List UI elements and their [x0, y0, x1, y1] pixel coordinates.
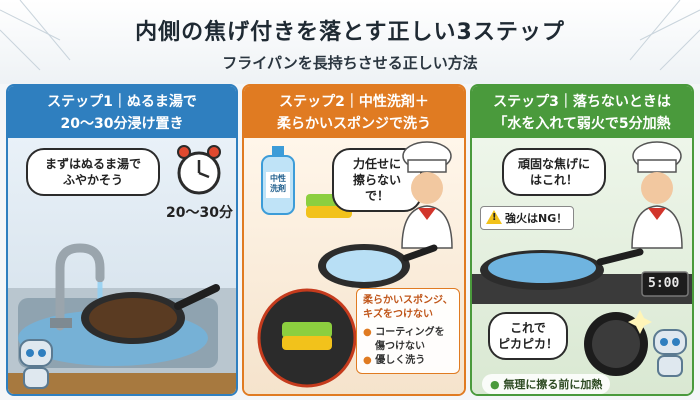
step3-heading-line1: ステップ3｜落ちないときは: [493, 94, 671, 110]
step1-time-label: 20〜30分: [166, 205, 233, 221]
step3-bubble-line1: 頑固な焦げに: [517, 157, 590, 171]
bullet-icon: ●: [363, 355, 376, 366]
high-heat-warning: ! 強火はNG！: [480, 206, 575, 230]
frying-pan-icon: [81, 284, 220, 344]
step3-footnote: ● 無理に擦る前に加熱: [482, 374, 611, 394]
tip-main-line1: 柔らかいスポンジ、: [363, 295, 453, 306]
tip-main-line2: キズをつけない: [363, 309, 433, 320]
timer-display: 5:00: [648, 276, 680, 291]
page-subtitle: フライパンを長持ちさせる正しい方法: [222, 54, 478, 72]
detergent-label-line1: 中性: [270, 174, 286, 183]
result-bubble-line2: ピカピカ！: [498, 337, 559, 351]
footnote-text: 無理に擦る前に加熱: [503, 378, 603, 391]
step2-heading-line2: 柔らかいスポンジで洗う: [277, 116, 431, 132]
step1-heading: ステップ1｜ぬるま湯で 20〜30分浸け置き: [8, 86, 236, 138]
step3-bubble-line2: はこれ！: [529, 173, 578, 187]
step3-illustration: 頑固な焦げに はこれ！ ! 強火はNG！ 5:00 これで ピカピカ！: [472, 138, 692, 394]
step2-bubble-line1: 力任せに: [352, 157, 401, 171]
step3-heading-line2: 「水を入れて弱火で5分加熱: [493, 116, 671, 132]
bullet-icon: ●: [490, 378, 504, 391]
detergent-label-line2: 洗剤: [270, 184, 286, 193]
tip-bullet1-line2: 傷つけない: [375, 341, 425, 352]
tip-bullet2-text: 優しく洗う: [375, 355, 426, 366]
stove-timer-icon: [641, 271, 689, 297]
step2-heading-line1: ステップ2｜中性洗剤＋: [279, 94, 429, 110]
step1-bubble-line1: まずはぬるま湯で: [44, 157, 141, 171]
step2-tips: 柔らかいスポンジ、 キズをつけない ● コーティングを 傷つけない ● 優しく洗…: [356, 288, 460, 374]
frying-pan-icon: [318, 244, 438, 288]
tip-bullet1: ● コーティングを: [363, 326, 453, 340]
step3-heading: ステップ3｜落ちないときは 「水を入れて弱火で5分加熱: [472, 86, 692, 138]
header: 内側の焦げ付きを落とす正しい3ステップ フライパンを長持ちさせる正しい方法: [0, 0, 700, 84]
sparkle-icon: [628, 310, 652, 334]
header-decoration: [0, 0, 700, 71]
stove-illustration: [472, 248, 692, 304]
detergent-bottle-icon: [261, 146, 295, 215]
tip-bullet2: ● 優しく洗う: [363, 354, 453, 368]
step1-bubble-line2: ふやかそう: [62, 173, 123, 187]
step3-speech-bubble: 頑固な焦げに はこれ！: [502, 148, 606, 196]
step1-panel: ステップ1｜ぬるま湯で 20〜30分浸け置き まずはぬるま湯で ふやかそう: [6, 84, 238, 396]
step3-result-bubble: これで ピカピカ！: [488, 312, 568, 360]
frying-pan-icon: [584, 310, 652, 376]
step1-heading-line1: ステップ1｜ぬるま湯で: [47, 94, 197, 110]
result-bubble-line1: これで: [510, 321, 546, 335]
step2-panel: ステップ2｜中性洗剤＋ 柔らかいスポンジで洗う 中性 洗剤 力任せに 擦らないで…: [242, 84, 466, 396]
warning-icon: !: [486, 210, 502, 224]
robot-icon: [653, 329, 687, 377]
step2-heading: ステップ2｜中性洗剤＋ 柔らかいスポンジで洗う: [244, 86, 464, 138]
warning-text: 強火はNG！: [505, 212, 568, 225]
detergent-label: 中性 洗剤: [266, 174, 290, 194]
step2-illustration: 中性 洗剤 力任せに 擦らないで！ 柔らかいスポン: [244, 138, 464, 394]
chef-icon: [401, 141, 453, 249]
robot-icon: [19, 339, 53, 389]
bullet-icon: ●: [363, 327, 376, 338]
page-title: 内側の焦げ付きを落とす正しい3ステップ: [135, 20, 565, 45]
step1-illustration: まずはぬるま湯で ふやかそう 20〜30分: [8, 138, 236, 394]
pan-closeup: [257, 288, 357, 388]
step1-speech-bubble: まずはぬるま湯で ふやかそう: [26, 148, 160, 196]
chef-icon: [631, 141, 683, 249]
alarm-clock-icon: [177, 145, 221, 195]
tip-bullet1-line1: コーティングを: [375, 327, 445, 338]
step3-panel: ステップ3｜落ちないときは 「水を入れて弱火で5分加熱 頑固な焦げに はこれ！ …: [470, 84, 694, 396]
step1-heading-line2: 20〜30分浸け置き: [60, 116, 184, 132]
step2-bubble-line2: 擦らないで！: [352, 173, 401, 203]
